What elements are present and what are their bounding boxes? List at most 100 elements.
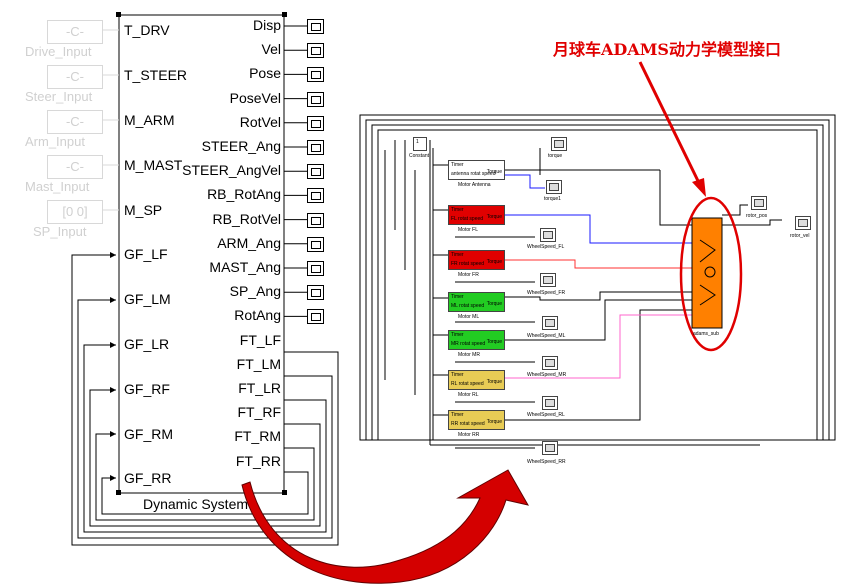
adams-scope-name: torque [548,153,563,159]
torque-port-label: Torque [486,169,502,175]
timer-port-label: Timer [451,332,464,338]
adams-scope-name: rotor_vel [790,233,810,239]
speed-port-label: FR rotat speed [451,261,485,267]
pointer-arrowhead [692,178,706,197]
adams-scope-name: WheelSpeed_MR [527,372,567,378]
speed-port-label: ML rotat speed [451,303,485,309]
highlight-ellipse [679,196,743,352]
constant-name: SP_Input [33,224,87,239]
adams-scope-name: WheelSpeed_FL [527,244,565,250]
input-port-label: GF_RM [124,426,173,442]
adams-sub-name: adams_sub [693,331,719,337]
motor-ml-name: Motor ML [458,314,480,320]
terminator-block[interactable] [307,309,324,325]
adams-scope-block[interactable] [542,316,558,330]
output-port-label: STEER_Ang [201,138,281,154]
input-port-label: GF_LM [124,291,171,307]
adams-scope-block[interactable] [546,180,562,194]
speed-port-label: antenna rotat speed [451,171,496,177]
adams-scope-name: WheelSpeed_RL [527,412,565,418]
adams-scope-block[interactable] [542,441,558,455]
torque-port-label: Torque [486,214,502,220]
constant-block[interactable]: [0 0] [47,200,103,224]
motor-fl-name: Motor FL [458,227,479,233]
constant-block[interactable]: -C- [47,65,103,89]
motor-fr-name: Motor FR [458,272,479,278]
motor-antenna-name: Motor Antenna [458,182,491,188]
adams-scope-block[interactable] [540,273,556,287]
output-port-label: RotAng [234,307,281,324]
adams-scope-block[interactable] [542,356,558,370]
dynamic-system-block [118,14,285,494]
output-port-label: MAST_Ang [209,259,281,275]
constant-name: Drive_Input [25,44,92,59]
adams-interface-annotation: 月球车ADAMS动力学模型接口 [553,40,781,59]
output-port-label: FT_RF [237,404,281,421]
output-port-label: SP_Ang [229,283,281,300]
adams-scope-block[interactable] [542,396,558,410]
output-port-label: FT_RM [234,428,281,445]
constant-block[interactable]: -C- [47,110,103,134]
terminator-block[interactable] [307,67,324,83]
torque-port-label: Torque [486,259,502,265]
timer-port-label: Timer [451,412,464,418]
terminator-block[interactable] [307,19,324,34]
output-port-label: FT_LR [238,380,281,396]
terminator-block[interactable] [307,212,324,228]
terminator-block[interactable] [307,164,324,180]
constant-block[interactable]: -C- [47,155,103,179]
input-port-label: M_SP [124,202,163,218]
adams-scope-name: WheelSpeed_FR [527,290,566,296]
speed-port-label: RL rotat speed [451,381,484,387]
adams-scope-block[interactable] [551,137,567,151]
input-port-label: T_STEER [124,67,188,83]
constant-name: Steer_Input [25,89,93,104]
terminator-block[interactable] [307,236,324,252]
output-port-label: Pose [249,65,281,82]
timer-port-label: Timer [451,252,464,258]
input-port-label: M_ARM [124,112,175,128]
input-port-label: T_DRV [124,22,170,38]
output-port-label: FT_RR [235,452,281,469]
speed-port-label: RR rotat speed [451,421,485,427]
output-port-label: STEER_AngVel [182,162,281,179]
adams-scope-block[interactable] [540,228,556,242]
speed-port-label: MR rotat speed [451,341,486,347]
adams-scope-block[interactable] [795,216,811,230]
terminator-block[interactable] [307,115,324,131]
torque-port-label: Torque [486,339,502,345]
speed-port-label: FL rotat speed [451,216,484,222]
terminator-block[interactable] [307,261,324,276]
adams-scope-name: rotor_pos [746,213,768,219]
motor-rl-name: Motor RL [458,392,479,398]
timer-port-label: Timer [451,372,464,378]
output-port-label: FT_LF [239,331,281,348]
dynamic-system-name: Dynamic System [143,496,249,512]
output-port-label: RB_RotAng [207,186,281,203]
constant-block[interactable]: -C- [47,20,103,44]
terminator-block[interactable] [307,285,324,301]
terminator-block[interactable] [307,43,324,59]
terminator-block[interactable] [307,140,324,155]
adams-scope-block[interactable] [751,196,767,210]
adams-scope-name: WheelSpeed_RR [527,459,566,465]
transition-arrow [241,469,529,584]
torque-port-label: Torque [486,379,502,385]
adams-scope-name: torque1 [544,196,561,202]
adams-constant-block[interactable]: 1 [413,137,427,151]
terminator-block[interactable] [307,91,324,107]
output-port-label: RB_RotVel [212,210,281,227]
timer-port-label: Timer [451,207,464,213]
torque-port-label: Torque [486,301,502,307]
output-port-label: ARM_Ang [217,234,281,251]
terminator-block[interactable] [307,188,324,204]
